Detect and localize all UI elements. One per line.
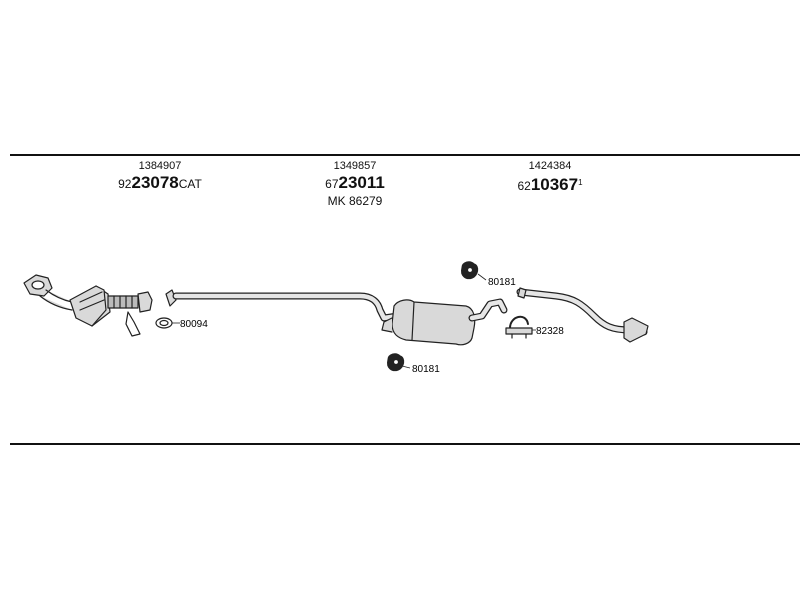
rear-tail-pipe [516, 287, 649, 343]
front-flange [23, 274, 73, 311]
part-number-main: 10367 [530, 175, 579, 194]
part-number-prefix: 67 [325, 177, 339, 191]
part-number: 62103671 [490, 173, 610, 196]
part-label-middle-silencer: 1349857 6723011 MK 86279 [295, 160, 415, 208]
silencer-outlet-pipe [468, 298, 508, 322]
mounting-kit-number: MK 86279 [327, 194, 383, 208]
leader-80181-upper [477, 273, 487, 281]
callout-hanger-lower: 80181 [412, 364, 440, 375]
part-label-catalytic-converter: 1384907 9223078CAT [100, 160, 220, 194]
part-label-rear-pipe: 1424384 62103671 [490, 160, 610, 196]
middle-silencer [381, 299, 476, 346]
rubber-hanger-lower [387, 353, 405, 372]
oe-number: 1384907 [138, 160, 182, 172]
oe-number: 1349857 [333, 160, 377, 172]
part-number-prefix: 92 [118, 177, 132, 191]
pipe-clamp [505, 315, 533, 339]
part-number: 6723011 [295, 173, 415, 194]
catalytic-converter [69, 285, 153, 337]
part-number-superscript: 1 [578, 178, 583, 187]
callout-gasket: 80094 [180, 319, 208, 330]
part-number-main: 23011 [338, 173, 385, 192]
part-number-main: 23078 [131, 173, 179, 192]
part-number: 9223078CAT [100, 173, 220, 194]
oe-number: 1424384 [528, 160, 572, 172]
callout-hanger-upper: 80181 [488, 277, 516, 288]
part-number-suffix: CAT [178, 177, 202, 191]
intermediate-pipe [165, 289, 402, 322]
gasket [155, 317, 173, 329]
callout-clamp: 82328 [536, 326, 564, 337]
part-number-prefix: 62 [517, 179, 531, 193]
rubber-hanger-upper [461, 261, 479, 280]
top-divider [10, 154, 800, 156]
bottom-divider [10, 443, 800, 445]
leader-80181-lower [401, 365, 411, 369]
